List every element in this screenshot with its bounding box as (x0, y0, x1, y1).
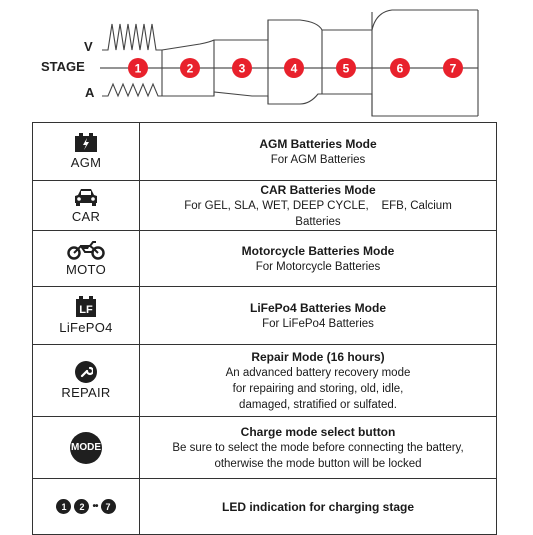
repair-caption: REPAIR (61, 385, 111, 400)
mode-row-moto: MOTO Motorcycle Batteries Mode For Motor… (32, 230, 497, 287)
motorcycle-icon (67, 241, 105, 260)
mode-row-repair: REPAIR Repair Mode (16 hours) An advance… (32, 344, 497, 417)
agm-caption: AGM (70, 155, 102, 170)
current-charge-curve (162, 91, 478, 117)
moto-mode-desc: For Motorcycle Batteries (255, 260, 381, 273)
led-separator: •• (92, 501, 98, 512)
stage-number-1: 1 (135, 62, 142, 76)
mode-row-car: CAR CAR Batteries Mode For GEL, SLA, WET… (32, 180, 497, 231)
mode-table: AGM AGM Batteries Mode For AGM Batteries (32, 122, 497, 535)
repair-mode-desc-1: An advanced battery recovery mode (225, 366, 411, 379)
stage-marker-3 (232, 58, 252, 78)
car-mode-desc-2: Batteries (295, 215, 341, 228)
mode-row-lifepo4: LF LiFePO4 LiFePo4 Batteries Mode For Li… (32, 286, 497, 345)
voltage-charge-curve (161, 9, 478, 51)
voltage-pulse-curve (102, 23, 162, 51)
stage-dividers (161, 10, 479, 116)
agm-mode-title: AGM Batteries Mode (259, 136, 377, 151)
charging-stage-diagram: V STAGE A 1 2 3 4 5 6 7 (0, 0, 533, 122)
lifepo4-mode-desc: For LiFePo4 Batteries (262, 317, 374, 330)
stage-marker-6 (390, 58, 410, 78)
repair-mode-title: Repair Mode (16 hours) (251, 349, 385, 364)
voltage-label: V (84, 39, 93, 54)
stage-marker-7 (443, 58, 463, 78)
moto-caption: MOTO (66, 262, 106, 277)
car-mode-desc-1: For GEL, SLA, WET, DEEP CYCLE, EFB, Calc… (184, 199, 452, 212)
moto-mode-title: Motorcycle Batteries Mode (241, 243, 395, 258)
led-7-icon: 7 (100, 499, 116, 514)
mode-row-agm: AGM AGM Batteries Mode For AGM Batteries (32, 122, 497, 181)
agm-mode-desc: For AGM Batteries (270, 153, 366, 166)
car-caption: CAR (71, 209, 101, 224)
mode-button-desc-1: Be sure to select the mode before connec… (172, 441, 464, 454)
mode-button-title: Charge mode select button (240, 424, 396, 439)
agm-battery-icon (75, 133, 97, 152)
mode-button-desc-2: otherwise the mode button will be locked (214, 457, 422, 470)
charging-curve-svg: 1 2 3 4 5 6 7 (100, 9, 479, 117)
svg-text:LF: LF (79, 304, 93, 316)
stage-marker-1 (128, 58, 148, 78)
led-indicators-icon: 1 2 •• 7 (56, 499, 116, 514)
current-label: A (85, 85, 95, 100)
stage-marker-4 (284, 58, 304, 78)
lifepo4-battery-icon: LF (76, 296, 96, 317)
stage-marker-5 (336, 58, 356, 78)
stage-marker-2 (180, 58, 200, 78)
repair-mode-desc-3: damaged, stratified or sulfated. (239, 398, 397, 411)
current-pulse-curve (102, 82, 162, 98)
stage-number-5: 5 (343, 62, 350, 76)
stage-number-6: 6 (397, 62, 404, 76)
stage-number-3: 3 (239, 62, 246, 76)
repair-mode-desc-2: for repairing and storing, old, idle, (232, 382, 404, 395)
lifepo4-mode-title: LiFePo4 Batteries Mode (249, 300, 387, 315)
mode-row-led: 1 2 •• 7 LED indication for charging sta… (32, 478, 497, 535)
stage-label: STAGE (41, 59, 85, 74)
mode-row-mode-button: MODE Charge mode select button Be sure t… (32, 416, 497, 479)
mode-button-icon: MODE (70, 431, 102, 464)
wrench-icon (75, 361, 97, 383)
stage-number-2: 2 (187, 62, 194, 76)
car-icon (75, 189, 97, 206)
lifepo4-caption: LiFePO4 (59, 320, 113, 335)
stage-number-7: 7 (450, 62, 457, 76)
led-2-icon: 2 (74, 499, 90, 514)
stage-number-4: 4 (291, 62, 298, 76)
led-indication-title: LED indication for charging stage (221, 499, 415, 514)
led-1-icon: 1 (56, 499, 72, 514)
car-mode-title: CAR Batteries Mode (260, 182, 376, 197)
